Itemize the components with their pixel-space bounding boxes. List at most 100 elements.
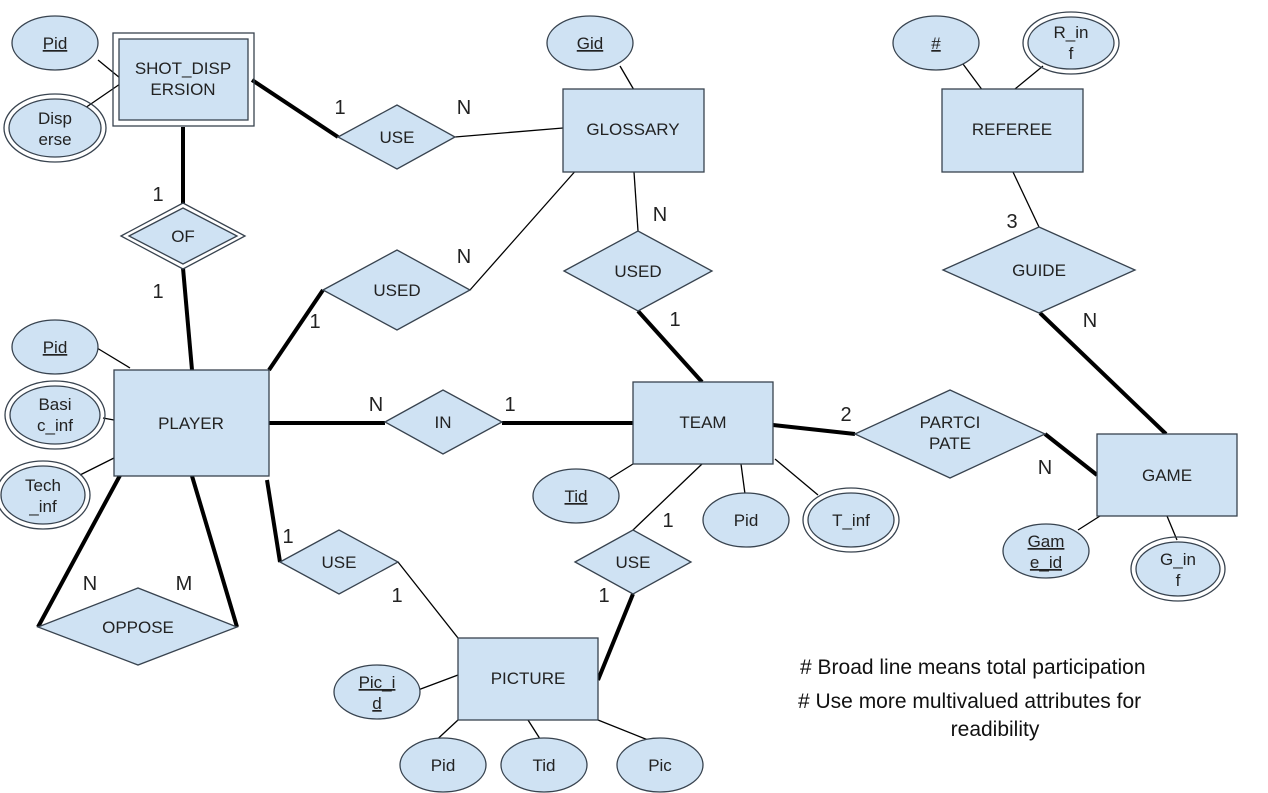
entity-shot-dispersion[interactable]: SHOT_DISP ERSION bbox=[112, 32, 255, 127]
relationship-use-label: USE bbox=[380, 128, 415, 147]
attribute-tech-inf-label-2: _inf bbox=[28, 497, 57, 516]
card-guide-referee: 3 bbox=[1006, 211, 1017, 233]
card-of-player: 1 bbox=[152, 281, 163, 303]
entity-referee[interactable]: REFEREE bbox=[941, 88, 1084, 173]
attribute-pic-id[interactable]: Pic_i d bbox=[333, 664, 421, 720]
relationship-used-label: USED bbox=[373, 281, 420, 300]
entity-player[interactable]: PLAYER bbox=[113, 369, 270, 477]
attribute-player-pid-label: Pid bbox=[43, 338, 68, 357]
entity-game-label: GAME bbox=[1142, 466, 1192, 485]
attribute-g-inf[interactable]: G_in f bbox=[1130, 536, 1226, 602]
attribute-shot-pid[interactable]: Pid bbox=[11, 15, 99, 71]
relationship-partcipate-label-1: PARTCI bbox=[920, 413, 981, 432]
card-used2-glossary: N bbox=[653, 204, 667, 226]
attribute-disperse-label-2: erse bbox=[38, 130, 71, 149]
relationship-use4-label: USE bbox=[616, 553, 651, 572]
card-oppose-n: N bbox=[83, 573, 97, 595]
entity-player-label: PLAYER bbox=[158, 414, 224, 433]
attribute-pic-tid[interactable]: Tid bbox=[500, 737, 588, 793]
relationship-use-shot-glossary[interactable]: USE bbox=[336, 104, 457, 170]
attribute-g-inf-label-1: G_in bbox=[1160, 550, 1196, 569]
card-oppose-m: M bbox=[176, 573, 193, 595]
attribute-player-pid[interactable]: Pid bbox=[11, 319, 99, 375]
link-partcipate-game bbox=[1043, 432, 1099, 477]
attribute-tech-inf[interactable]: Tech _inf bbox=[0, 460, 91, 530]
relationship-partcipate[interactable]: PARTCI PATE bbox=[853, 389, 1047, 479]
attribute-shot-pid-label: Pid bbox=[43, 34, 68, 53]
relationship-oppose[interactable]: OPPOSE bbox=[36, 587, 239, 666]
entity-glossary-label: GLOSSARY bbox=[586, 120, 679, 139]
link-team-pid bbox=[740, 463, 746, 495]
relationship-of[interactable]: OF bbox=[119, 202, 247, 270]
attribute-pic-tid-label: Tid bbox=[533, 756, 556, 775]
attribute-team-pid[interactable]: Pid bbox=[702, 492, 790, 548]
card-of-shot: 1 bbox=[152, 184, 163, 206]
link-use4-team bbox=[632, 463, 703, 531]
attribute-t-inf[interactable]: T_inf bbox=[802, 487, 900, 553]
link-shot-pid bbox=[97, 59, 121, 79]
card-use4-picture: 1 bbox=[598, 585, 609, 607]
entity-shot-dispersion-label-1: SHOT_DISP bbox=[135, 59, 231, 78]
entity-picture-label: PICTURE bbox=[491, 669, 566, 688]
attribute-disperse[interactable]: Disp erse bbox=[3, 93, 107, 163]
relationship-used-glossary-team[interactable]: USED bbox=[562, 230, 714, 312]
attribute-pic-id-label-1: Pic_i bbox=[359, 673, 396, 692]
attribute-pic-label: Pic bbox=[648, 756, 672, 775]
link-pic-id bbox=[417, 674, 459, 691]
card-use-shot: 1 bbox=[334, 97, 345, 119]
entity-team[interactable]: TEAM bbox=[632, 381, 774, 465]
entity-shot-dispersion-label-2: ERSION bbox=[150, 80, 215, 99]
entity-referee-label: REFEREE bbox=[972, 120, 1052, 139]
link-used2-team bbox=[636, 309, 704, 384]
card-use-glossary: N bbox=[457, 97, 471, 119]
attribute-pic[interactable]: Pic bbox=[616, 737, 704, 793]
entity-glossary[interactable]: GLOSSARY bbox=[562, 88, 705, 173]
attribute-team-pid-label: Pid bbox=[734, 511, 759, 530]
attribute-basic-inf-label-1: Basi bbox=[38, 395, 71, 414]
card-in-player: N bbox=[369, 394, 383, 416]
attribute-r-inf[interactable]: R_in f bbox=[1022, 11, 1120, 75]
attribute-tid-label: Tid bbox=[565, 487, 588, 506]
card-use3-picture: 1 bbox=[391, 585, 402, 607]
relationship-guide[interactable]: GUIDE bbox=[941, 226, 1137, 314]
card-part-game: N bbox=[1038, 457, 1052, 479]
attribute-referee-num[interactable]: # bbox=[892, 15, 980, 71]
card-used-player: 1 bbox=[309, 311, 320, 333]
attribute-t-inf-label: T_inf bbox=[832, 511, 870, 530]
relationship-in[interactable]: IN bbox=[383, 389, 504, 455]
entity-game[interactable]: GAME bbox=[1096, 433, 1238, 517]
attribute-disperse-label-1: Disp bbox=[38, 109, 72, 128]
link-game-id bbox=[1077, 515, 1101, 531]
legend-notes: # Broad line means total participation #… bbox=[798, 656, 1146, 741]
relationship-use-team-picture[interactable]: USE bbox=[573, 529, 693, 595]
note-line-1: # Broad line means total participation bbox=[800, 656, 1146, 679]
link-r-inf bbox=[1014, 65, 1044, 90]
attribute-game-id[interactable]: Gam e_id bbox=[1002, 523, 1090, 579]
attribute-gid[interactable]: Gid bbox=[546, 15, 634, 71]
attribute-tid[interactable]: Tid bbox=[532, 468, 620, 524]
card-used2-team: 1 bbox=[669, 309, 680, 331]
link-player-used bbox=[267, 288, 325, 372]
cardinality-labels: 1 N 1 1 N 1 N 1 3 N N 1 2 N N M 1 1 1 1 bbox=[83, 97, 1097, 607]
relationship-used-player-glossary[interactable]: USED bbox=[321, 249, 472, 331]
link-guide-game bbox=[1038, 311, 1168, 436]
relationship-use-player-picture[interactable]: USE bbox=[278, 529, 400, 595]
link-pic bbox=[597, 719, 649, 741]
link-used-glossary bbox=[469, 167, 579, 291]
attribute-basic-inf[interactable]: Basi c_inf bbox=[4, 380, 106, 450]
relationship-partcipate-label-2: PATE bbox=[929, 434, 971, 453]
entity-picture[interactable]: PICTURE bbox=[457, 637, 599, 721]
attribute-r-inf-label-1: R_in bbox=[1054, 23, 1089, 42]
attribute-pic-pid[interactable]: Pid bbox=[399, 737, 487, 793]
entity-team-label: TEAM bbox=[679, 413, 726, 432]
link-picture-use4 bbox=[596, 593, 635, 681]
card-use4-team: 1 bbox=[662, 510, 673, 532]
attribute-gid-label: Gid bbox=[577, 34, 603, 53]
link-player-oppose-n bbox=[36, 467, 126, 628]
link-glossary-used2 bbox=[633, 171, 639, 232]
link-disperse bbox=[84, 83, 121, 109]
relationship-guide-label: GUIDE bbox=[1012, 261, 1066, 280]
link-referee-num bbox=[962, 63, 984, 92]
link-gid bbox=[619, 65, 635, 91]
